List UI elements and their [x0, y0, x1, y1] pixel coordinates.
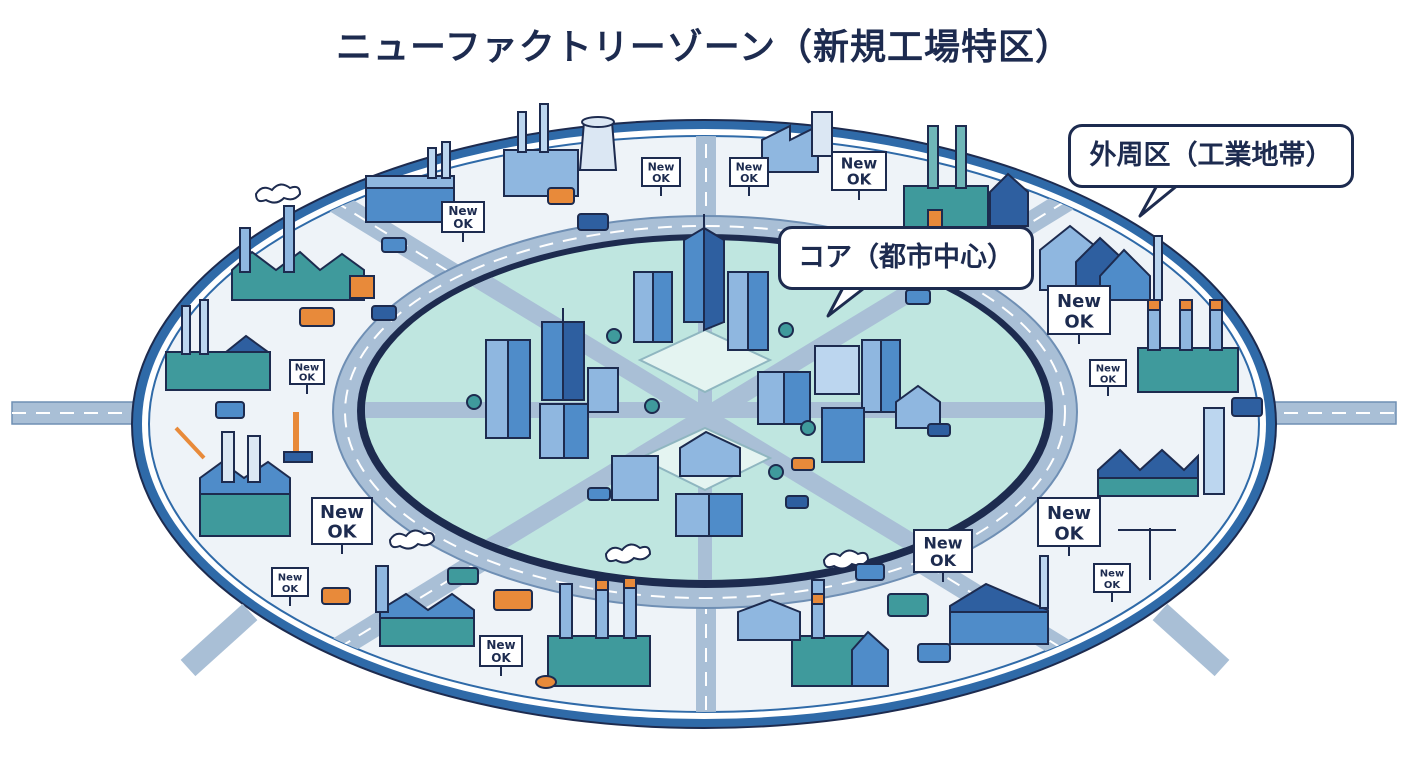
- outer-zone-label: 外周区（工業地帯）: [1068, 124, 1354, 188]
- sign-line-new: New: [278, 572, 302, 583]
- sign-line-ok: OK: [282, 584, 300, 595]
- sign-line-ok: OK: [327, 522, 357, 543]
- core-buildings: [466, 214, 941, 537]
- sign-line-ok: OK: [299, 373, 317, 384]
- sign-line-new: New: [320, 502, 364, 523]
- sign-line-ok: OK: [1100, 374, 1118, 385]
- new-ok-signs: NewOKNewOKNewOKNewOKNewOKNewOKNewOKNewOK…: [271, 151, 1131, 676]
- sign-line-ok: OK: [652, 172, 670, 185]
- page-title: ニューファクトリーゾーン（新規工場特区）: [335, 27, 1073, 68]
- sign-line-new: New: [1047, 503, 1091, 524]
- sign-line-ok: OK: [847, 171, 873, 189]
- sign-line-new: New: [1057, 291, 1101, 312]
- sign-line-new: New: [295, 363, 319, 374]
- vehicles: [215, 187, 1263, 663]
- sign-line-new: New: [486, 638, 515, 652]
- sign-line-ok: OK: [1054, 523, 1084, 544]
- sign-line-ok: OK: [1104, 580, 1122, 591]
- exit-roads: [180, 603, 1230, 677]
- sign-line-ok: OK: [453, 217, 473, 231]
- sign-line-ok: OK: [491, 651, 511, 665]
- sign-line-ok: OK: [740, 172, 758, 185]
- sign-line-new: New: [1100, 568, 1124, 579]
- sign-line-ok: OK: [930, 551, 957, 570]
- sign-line-new: New: [448, 204, 477, 218]
- outer-factories: [165, 103, 1239, 689]
- sign-line-new: New: [1096, 363, 1120, 374]
- sign-line-ok: OK: [1064, 311, 1094, 332]
- sign-line-new: New: [923, 533, 962, 552]
- sign-line-new: New: [648, 160, 675, 173]
- sign-line-new: New: [841, 155, 878, 173]
- sign-line-new: New: [736, 160, 763, 173]
- core-zone-label: コア（都市中心）: [778, 226, 1034, 290]
